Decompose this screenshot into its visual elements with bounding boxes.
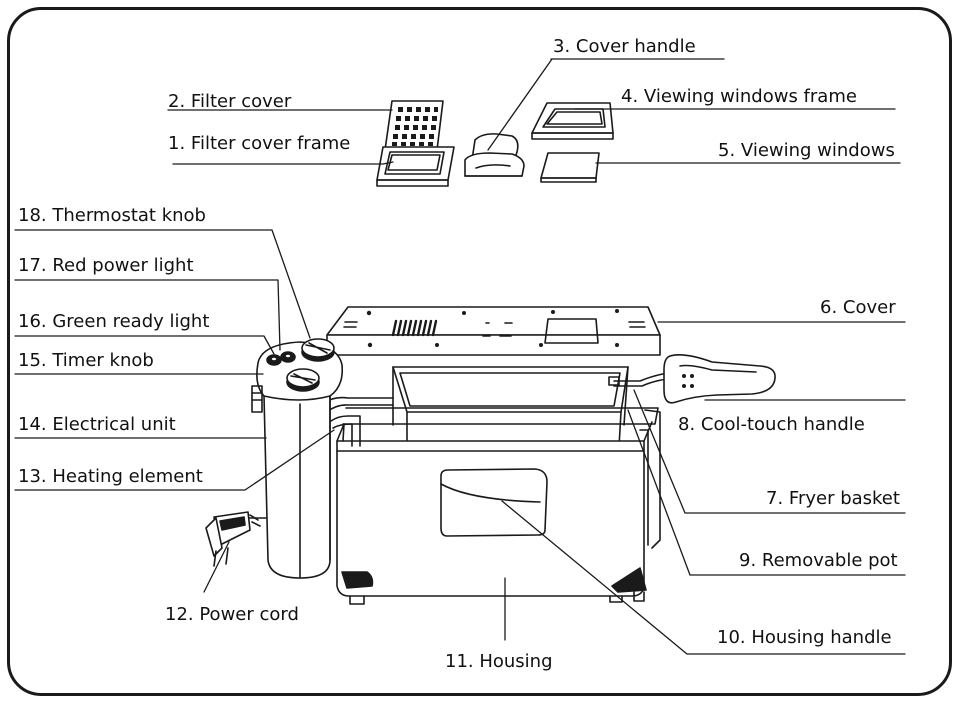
label-thermostat-knob: 18. Thermostat knob xyxy=(18,205,206,226)
label-electrical-unit: 14. Electrical unit xyxy=(18,414,176,435)
label-removable-pot: 9. Removable pot xyxy=(739,550,898,571)
label-timer-knob: 15. Timer knob xyxy=(18,350,154,371)
filter-cover-part xyxy=(384,100,444,155)
label-housing: 11. Housing xyxy=(445,651,553,672)
housing-handle-part xyxy=(440,468,548,537)
label-cool-touch-handle: 8. Cool-touch handle xyxy=(678,414,865,435)
label-cover-handle: 3. Cover handle xyxy=(553,36,696,57)
cover-handle-part xyxy=(464,133,525,177)
label-green-ready-light: 16. Green ready light xyxy=(18,311,210,332)
fryer-basket-part xyxy=(392,366,683,448)
label-red-power-light: 17. Red power light xyxy=(18,255,194,276)
label-filter-cover-frame: 1. Filter cover frame xyxy=(168,133,351,154)
heating-element-part xyxy=(323,396,394,447)
label-cover: 6. Cover xyxy=(820,297,896,318)
label-heating-element: 13. Heating element xyxy=(18,466,203,487)
label-viewing-windows-frame: 4. Viewing windows frame xyxy=(621,86,857,107)
label-viewing-windows: 5. Viewing windows xyxy=(718,140,895,161)
diagram-border xyxy=(7,7,952,696)
power-cord-part xyxy=(205,511,267,567)
filter-cover-frame-part xyxy=(376,146,455,187)
electrical-unit-part xyxy=(251,338,344,579)
label-filter-cover: 2. Filter cover xyxy=(168,91,292,112)
cool-touch-handle-part xyxy=(663,354,776,404)
label-fryer-basket: 7. Fryer basket xyxy=(766,488,900,509)
viewing-windows-part xyxy=(540,152,600,183)
cover-part xyxy=(326,306,661,356)
label-power-cord: 12. Power cord xyxy=(165,604,299,625)
label-housing-handle: 10. Housing handle xyxy=(717,627,892,648)
